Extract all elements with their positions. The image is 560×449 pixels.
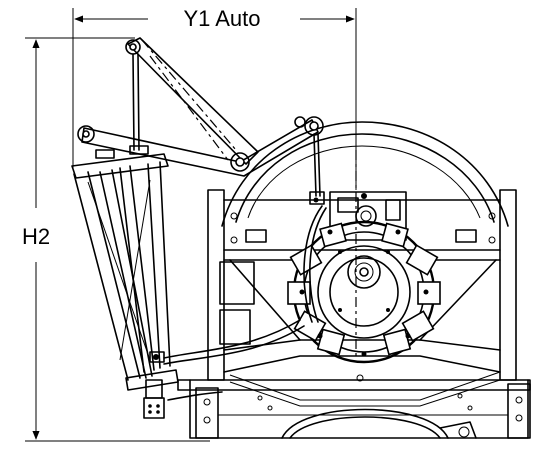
motor-bolts: [299, 193, 429, 357]
motor-lugs: [287, 222, 441, 356]
hydraulic-hoses: [163, 205, 327, 401]
base-frame: [177, 379, 531, 439]
dimension-h2: H2: [22, 37, 210, 442]
drum-top: [221, 121, 509, 227]
hydraulic-cylinders: [71, 53, 179, 419]
dimension-h2-label: H2: [22, 224, 50, 249]
drum-bottom: [229, 371, 501, 439]
dimension-y1: Y1 Auto: [72, 6, 357, 190]
dimension-y1-label: Y1 Auto: [183, 6, 260, 31]
hydraulic-motor: [287, 191, 441, 364]
brake-linkage: [77, 37, 325, 205]
